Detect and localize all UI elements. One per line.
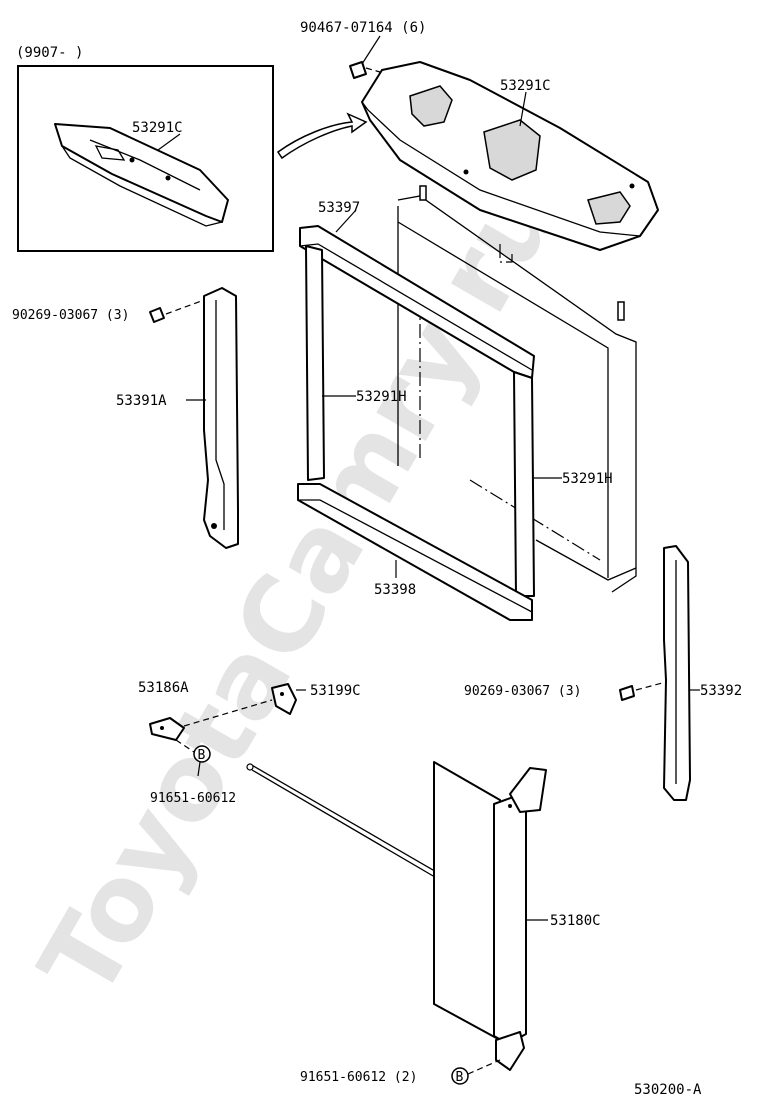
label-support-inset: 53291C [132, 120, 183, 136]
figure-code: 530200-A [634, 1082, 702, 1098]
svg-text:B: B [198, 748, 206, 763]
label-bolt-top: 90467-07164 (6) [300, 20, 426, 36]
right-seal-part [663, 545, 691, 801]
inset-support-part [54, 123, 229, 227]
seal-frame [297, 225, 535, 621]
label-screw-left: 90269-03067 (3) [12, 308, 129, 323]
lock-53199C [271, 683, 297, 715]
screw-right [619, 681, 667, 701]
pin-bottom-dash [467, 1059, 501, 1075]
label-seal-side-right: 53291H [562, 471, 613, 487]
leader-lines [157, 35, 700, 921]
label-pin-bottom: 91651-60612 (2) [300, 1070, 417, 1085]
label-pin-left: 91651-60612 [150, 791, 236, 806]
upper-support-part [361, 61, 659, 251]
inset-box [17, 65, 274, 252]
label-seal-side-left: 53291H [356, 389, 407, 405]
label-hook: 53186A [138, 680, 189, 696]
svg-text:B: B [456, 1070, 464, 1085]
radiator-outline [397, 185, 637, 593]
label-seal-left: 53391A [116, 393, 167, 409]
callout-b-bottom: B [451, 1067, 469, 1085]
label-screw-right: 90269-03067 (3) [464, 684, 581, 699]
bolt-90467 [349, 61, 381, 79]
inset-arrow [276, 112, 368, 160]
label-lock: 53199C [310, 683, 361, 699]
label-cover: 53180C [550, 913, 601, 929]
hook-lock-dash [183, 699, 273, 727]
label-support-top: 53291C [500, 78, 551, 94]
inset-range-label: (9907- ) [16, 45, 83, 61]
support-rod [246, 763, 441, 881]
left-seal-part [203, 287, 239, 549]
label-seal-upper: 53397 [318, 200, 360, 216]
shroud-cover-part [433, 761, 547, 1071]
hook-pin-dash [175, 739, 195, 753]
label-seal-lower: 53398 [374, 582, 416, 598]
screw-left [149, 299, 205, 323]
label-seal-right: 53392 [700, 683, 742, 699]
callout-b-left: B [193, 745, 211, 763]
